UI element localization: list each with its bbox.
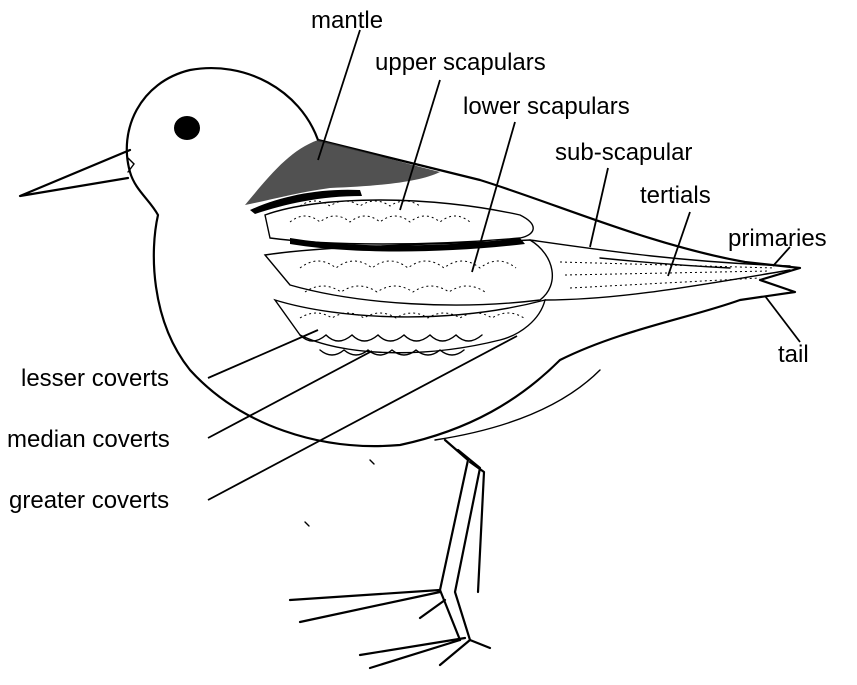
label-primaries: primaries: [728, 225, 827, 252]
label-sub-scapular: sub-scapular: [555, 139, 692, 166]
label-lesser-coverts: lesser coverts: [21, 365, 169, 392]
leader-mantle: [318, 30, 360, 160]
leader-median-coverts: [208, 351, 372, 438]
coverts-region: [275, 300, 545, 355]
leader-lower-scapulars: [472, 122, 515, 272]
label-greater-coverts: greater coverts: [9, 487, 169, 514]
label-upper-scapulars: upper scapulars: [375, 49, 546, 76]
leader-upper-scapulars: [400, 80, 440, 210]
label-tail: tail: [778, 341, 809, 368]
leader-sub-scapular: [590, 168, 608, 247]
eye: [174, 116, 200, 140]
leader-tail: [765, 296, 800, 342]
label-mantle: mantle: [311, 7, 383, 34]
label-tertials: tertials: [640, 182, 711, 209]
legs: [290, 440, 490, 668]
leader-lesser-coverts: [208, 330, 318, 378]
label-median-coverts: median coverts: [7, 426, 170, 453]
upper-scapulars-region: [265, 200, 533, 252]
label-lower-scapulars: lower scapulars: [463, 93, 630, 120]
